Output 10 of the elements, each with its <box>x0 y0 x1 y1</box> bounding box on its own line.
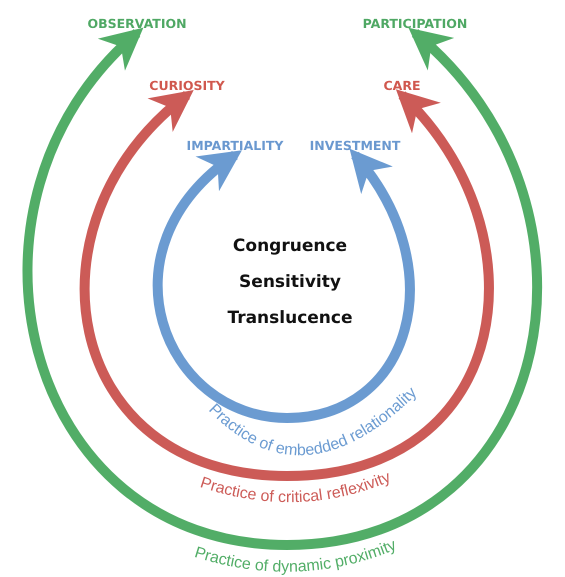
node-label: PARTICIPATION <box>362 16 468 31</box>
center-text: Translucence <box>227 308 353 328</box>
center-text: Sensitivity <box>239 272 341 292</box>
edge-label: Practice of critical reflexivity <box>198 468 394 506</box>
node-label: OBSERVATION <box>87 16 187 31</box>
center-text: Congruence <box>232 236 348 256</box>
node-label: CARE <box>384 78 420 93</box>
node-label: INVESTMENT <box>310 138 400 153</box>
node-label: IMPARTIALITY <box>186 138 284 153</box>
node-label: CURIOSITY <box>149 78 225 93</box>
